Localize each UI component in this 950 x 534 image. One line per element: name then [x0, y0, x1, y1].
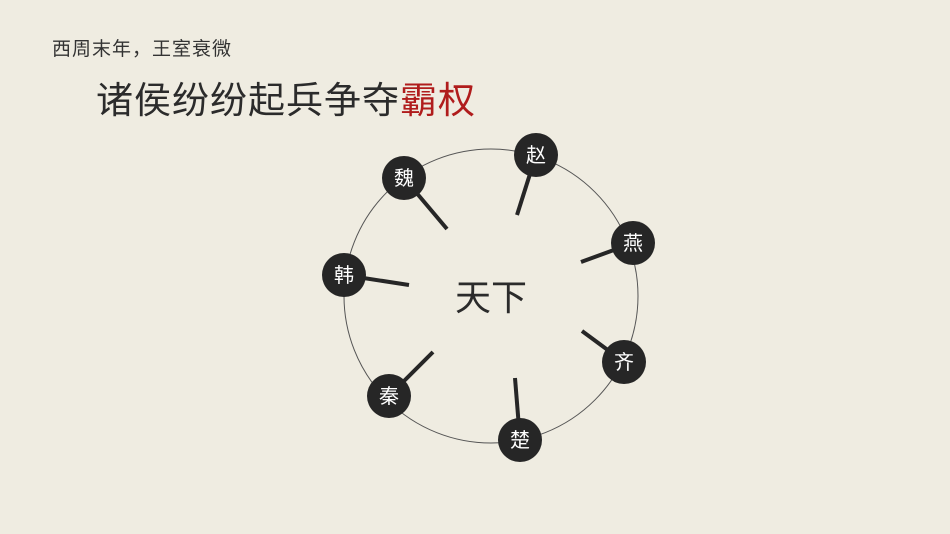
state-label-yan: 燕: [623, 231, 643, 255]
node-circle-wei: [382, 156, 426, 200]
slide-headline: 诸侯纷纷起兵争夺霸权: [96, 70, 476, 124]
node-circle-han: [322, 253, 366, 297]
headline-accent-text: 霸权: [400, 79, 476, 122]
state-label-qi: 齐: [614, 350, 634, 374]
state-node-zhao: 赵: [514, 133, 558, 216]
slide-subtitle: 西周末年，王室衰微: [52, 38, 233, 60]
headline-main-text: 诸侯纷纷起兵争夺: [96, 79, 400, 122]
state-label-chu: 楚: [510, 428, 530, 452]
node-circle-chu: [498, 418, 542, 462]
state-node-qin: 秦: [367, 350, 435, 418]
node-circle-qin: [367, 374, 411, 418]
state-label-zhao: 赵: [526, 143, 546, 167]
node-circle-qi: [602, 340, 646, 384]
state-node-yan: 燕: [580, 221, 655, 265]
node-circle-yan: [611, 221, 655, 265]
state-node-qi: 齐: [580, 329, 646, 384]
state-node-chu: 楚: [498, 377, 542, 462]
state-node-wei: 魏: [382, 156, 449, 231]
state-label-qin: 秦: [379, 384, 399, 408]
state-node-han: 韩: [322, 253, 410, 297]
center-label-tianxia: 天下: [455, 278, 527, 319]
state-label-han: 韩: [334, 263, 354, 287]
state-label-wei: 魏: [394, 166, 414, 190]
node-circle-zhao: [514, 133, 558, 177]
